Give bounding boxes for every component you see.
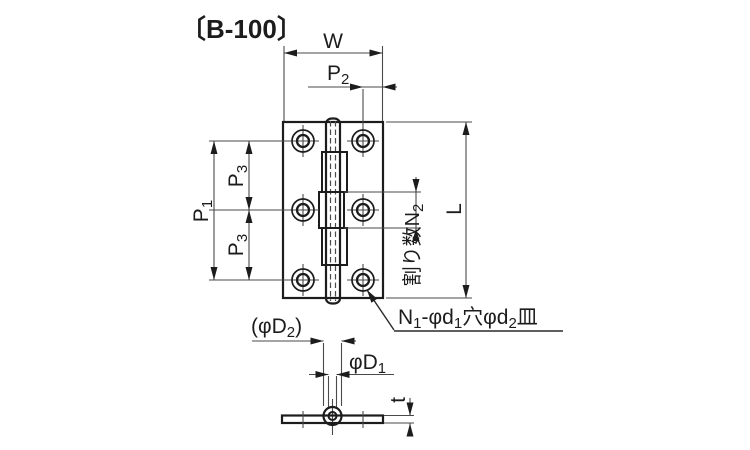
hole [291, 268, 315, 292]
dim-label-n2: 割り数N2 [401, 204, 427, 287]
hole-note-label: N1-φd1穴φd2皿 [398, 306, 538, 332]
hinge-knuckle [318, 117, 348, 305]
dimension-t: t [384, 397, 414, 437]
dimension-w: W [283, 30, 384, 121]
hole-callout: N1-φd1穴φd2皿 [366, 289, 563, 332]
pin-barrel [324, 117, 342, 305]
hole [291, 198, 315, 222]
hole [351, 129, 375, 153]
side-view: (φD2) φD1 t [251, 315, 414, 437]
barrel-outer-circle [322, 405, 343, 427]
hole [291, 129, 315, 153]
dimension-n2: 割り数N2 [344, 177, 427, 286]
dim-label-p1: P1 [190, 200, 216, 222]
drawing-title: 〔B-100〕 [180, 14, 303, 44]
dim-label-p3-lower: P3 [225, 234, 251, 256]
dim-label-p3-upper: P3 [225, 165, 251, 187]
dim-label-t: t [387, 397, 410, 403]
hole [351, 268, 375, 292]
hole [351, 198, 375, 222]
dimension-d2: (φD2) [251, 315, 356, 345]
dim-label-l: L [443, 203, 466, 215]
dimension-d1: φD1 [309, 351, 394, 378]
dimension-l: L [386, 121, 472, 299]
dimension-p3-upper: P3 [225, 141, 253, 280]
dim-label-d2: (φD2) [251, 315, 302, 341]
screw-holes [209, 89, 379, 296]
knuckle-segment-right [321, 227, 348, 266]
dimension-p3-lower: P3 [225, 210, 253, 280]
front-view: W P2 P1 P3 P3 [190, 30, 563, 332]
dimension-p1: P1 [190, 141, 218, 280]
dim-label-d1: φD1 [349, 351, 386, 377]
dim-label-w: W [323, 30, 343, 53]
dim-label-p2: P2 [327, 62, 349, 88]
leaf-plate-edge [280, 414, 385, 425]
dimension-p2: P2 [308, 62, 397, 91]
pin-inner-circle [327, 411, 338, 421]
